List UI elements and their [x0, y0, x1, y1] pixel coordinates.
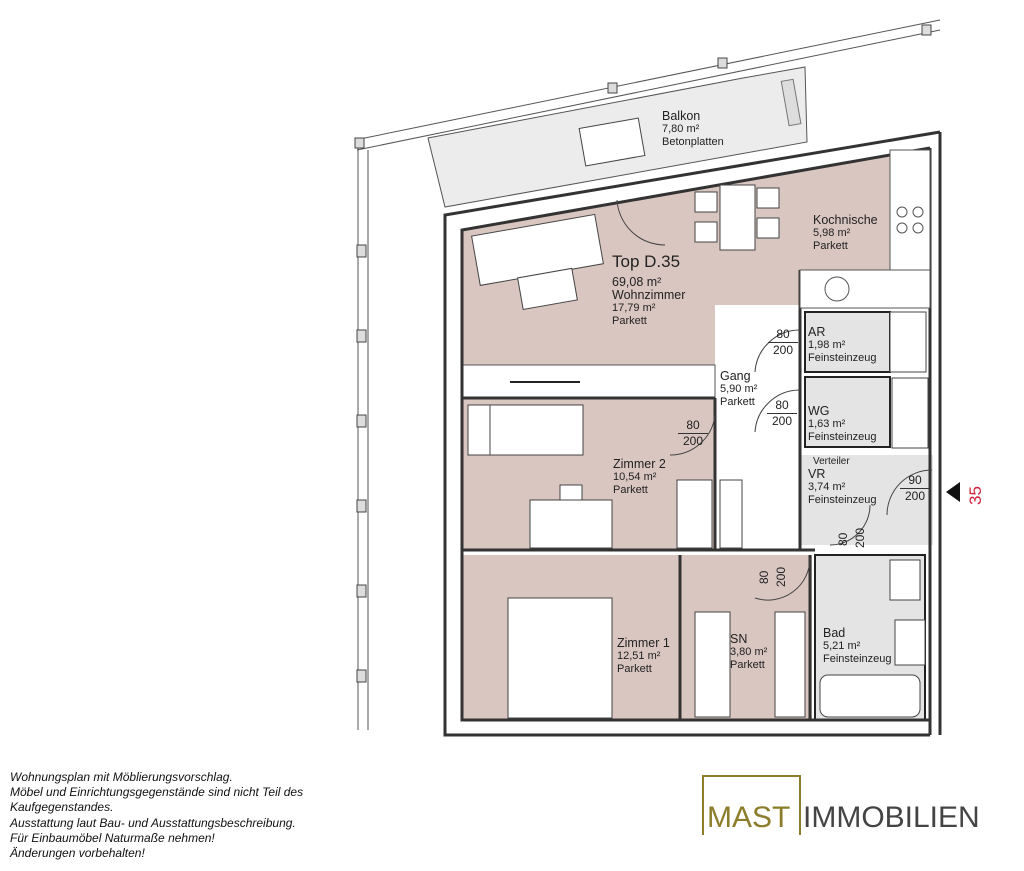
plan-notes: Wohnungsplan mit Möblierungsvorschlag. M… — [10, 770, 303, 861]
wg-floor — [804, 376, 891, 448]
note-line: Für Einbaumöbel Naturmaße nehmen! — [10, 830, 215, 845]
apartment-title: Top D.35 — [612, 252, 681, 271]
entrance-number: 35 — [966, 486, 985, 505]
verteiler-label: Verteiler — [813, 456, 850, 467]
note-line: Änderungen vorbehalten! — [10, 846, 145, 861]
logo-immobilien: IMMOBILIEN — [803, 801, 980, 834]
door-swings — [616, 199, 933, 601]
kitchen-counter — [799, 149, 931, 309]
entrance-arrow-icon — [946, 482, 960, 502]
floor-plan-drawing — [354, 19, 960, 737]
note-line: Kaufgegenstandes. — [10, 800, 114, 815]
door-dimension-zimmer1-width: 80 — [757, 570, 771, 584]
note-line: Ausstattung laut Bau- und Ausstattungsbe… — [10, 815, 296, 830]
note-line: Möbel und Einrichtungsgegenstände sind n… — [10, 785, 304, 800]
facade-lines — [354, 19, 941, 730]
door-dimension-bad-height: 200 — [853, 527, 867, 548]
door-dimension-zimmer1-height: 200 — [774, 566, 788, 587]
vr-floor — [800, 455, 933, 545]
ar-floor — [804, 311, 891, 373]
furniture — [467, 117, 929, 719]
facade-columns — [354, 24, 932, 683]
logo-mast: MAST — [707, 801, 791, 834]
door-dimension-bad-width: 80 — [836, 532, 850, 546]
note-line: Wohnungsplan mit Möblierungsvorschlag. — [10, 770, 233, 784]
